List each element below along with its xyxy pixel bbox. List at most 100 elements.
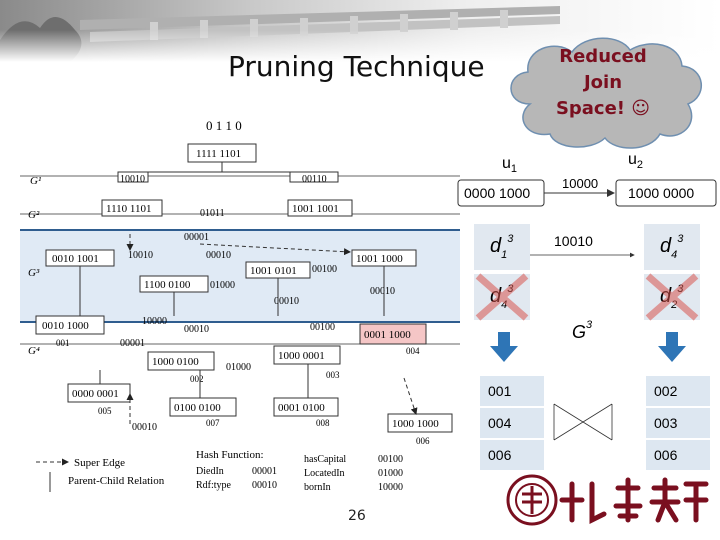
level4-node-4-code: 0001 1000 xyxy=(364,329,411,341)
leaf-id-006: 006 xyxy=(416,436,430,446)
level3-node-1-code: 0010 1001 xyxy=(52,253,99,265)
edge-code-14: 01000 xyxy=(226,362,251,373)
leaf-id-001: 001 xyxy=(56,338,70,348)
hash-k2-0: hasCapital xyxy=(304,454,346,465)
hash-k1-1: Rdf:type xyxy=(196,480,232,491)
level-label-g2: G² xyxy=(28,209,40,221)
callout-line-3: Space! ☺ xyxy=(555,98,651,119)
level-label-g3: G³ xyxy=(28,267,40,279)
pruned-right-x xyxy=(645,273,699,321)
left-id-cell-2 xyxy=(480,408,544,438)
signature-tree-diagram: G¹ G² G³ G⁴ 0 1 1 0 1111 1101 10010 001 1… xyxy=(20,118,460,493)
leaf-id-007: 007 xyxy=(206,418,220,428)
u2-node xyxy=(615,179,717,207)
leaf-id-003: 003 xyxy=(326,370,340,380)
leaf-id-002: 002 xyxy=(190,374,204,384)
left-id-cell-3 xyxy=(480,440,544,470)
leaf-id-004: 004 xyxy=(406,346,420,356)
u2-label: u2 xyxy=(628,151,643,171)
u2-code: 1000 0000 xyxy=(628,185,694,201)
edge-code-4: 00001 xyxy=(184,232,209,243)
page-number: 26 xyxy=(348,508,366,524)
join-cross-lines xyxy=(553,403,613,441)
right-candidate-1 xyxy=(644,224,700,270)
level3-node-2-code: 1001 0101 xyxy=(250,265,297,277)
leaf-node-1-code: 0000 0001 xyxy=(72,388,119,400)
hash-v1-1: 00010 xyxy=(252,480,277,491)
university-logo xyxy=(506,474,709,526)
edge-code-8: 00010 xyxy=(370,286,395,297)
level3-node-4-edge: 01000 xyxy=(210,280,235,291)
edge-code-10: 10000 xyxy=(142,316,167,327)
hash-v2-2: 10000 xyxy=(378,482,403,493)
callout-line-2: Join xyxy=(583,72,623,93)
legend-parent-child: Parent-Child Relation xyxy=(68,475,165,487)
right-id-cell-1 xyxy=(646,376,710,406)
edge-code-12: 00100 xyxy=(310,322,335,333)
hash-k2-2: bornIn xyxy=(304,482,331,493)
leaf-node-3-code: 0001 0100 xyxy=(278,402,325,414)
root-node-code: 1111 1101 xyxy=(196,148,241,160)
left-id-cell-1 xyxy=(480,376,544,406)
edge-code-3: 01011 xyxy=(200,208,225,219)
right-id-2: 003 xyxy=(654,415,678,431)
edge-code-15: 00010 xyxy=(132,422,157,433)
edge-code-13: 00001 xyxy=(120,338,145,349)
edge-code-1: 10010 xyxy=(120,174,145,185)
query-edge-code: 10000 xyxy=(562,176,598,191)
hash-v1-0: 00001 xyxy=(252,466,277,477)
level2-node-right-code: 1001 1001 xyxy=(292,203,339,215)
hash-v2-1: 01000 xyxy=(378,468,403,479)
edge-code-11: 00010 xyxy=(184,324,209,335)
left-candidate-1-label: d13 xyxy=(490,233,514,261)
level2-node-left xyxy=(101,199,163,217)
leaf-node-2-code: 0100 0100 xyxy=(174,402,221,414)
callout-cloud xyxy=(510,37,703,149)
edge-code-9: 00010 xyxy=(274,296,299,307)
edge-code-7: 00100 xyxy=(312,264,337,275)
candidate-edge-code: 10010 xyxy=(554,233,593,249)
campus-banner-image xyxy=(0,0,720,62)
callout-text: Reduced Join Space! ☺ xyxy=(522,44,684,122)
leaf-node-2 xyxy=(169,397,237,417)
edge-code-6: 10010 xyxy=(128,250,153,261)
root-top-label: 0 1 1 0 xyxy=(206,118,242,133)
right-id-cell-3 xyxy=(646,440,710,470)
level3-node-4-code: 1100 0100 xyxy=(144,279,191,291)
leaf-id-005: 005 xyxy=(98,406,112,416)
level4-node-3-code: 1000 0001 xyxy=(278,350,325,362)
hash-k2-1: LocatedIn xyxy=(304,468,345,479)
legend-super-edge: Super Edge xyxy=(74,457,125,469)
level4-node-pruned xyxy=(359,323,427,345)
pruned-left-x xyxy=(475,273,529,321)
u1-code: 0000 1000 xyxy=(464,185,530,201)
leaf-id-008: 008 xyxy=(316,418,330,428)
level2-node-right xyxy=(287,199,353,217)
slide-title: Pruning Technique xyxy=(228,50,485,83)
g3-label: G3 xyxy=(572,319,593,342)
left-candidate-1 xyxy=(474,224,530,270)
level2-node-left-code: 1110 1101 xyxy=(106,203,152,215)
highlight-level-g3 xyxy=(20,229,460,323)
root-edge-right xyxy=(289,171,339,183)
hash-title: Hash Function: xyxy=(196,449,264,461)
join-diagram: u1 u2 0000 1000 1000 0000 10000 d13 d43 … xyxy=(457,151,717,470)
level-label-g1: G¹ xyxy=(30,175,41,187)
level4-node-2-code: 1000 0100 xyxy=(152,356,199,368)
left-down-arrow xyxy=(490,332,518,362)
right-id-1: 002 xyxy=(654,383,678,399)
right-down-arrow xyxy=(658,332,686,362)
level4-node-1-code: 0010 1000 xyxy=(42,320,89,332)
right-candidate-1-label: d43 xyxy=(660,233,684,261)
leaf-node-4-code: 1000 1000 xyxy=(392,418,439,430)
leaf-node-4 xyxy=(387,413,453,433)
level3-node-3-code: 1001 1000 xyxy=(356,253,403,265)
level4-node-3 xyxy=(273,345,341,365)
callout-line-1: Reduced xyxy=(559,46,647,67)
leaf-node-3 xyxy=(273,397,339,417)
level-label-g4: G⁴ xyxy=(28,345,40,357)
level4-node-2 xyxy=(147,351,215,371)
left-id-3: 006 xyxy=(488,447,512,463)
right-id-3: 006 xyxy=(654,447,678,463)
level4-node-1 xyxy=(35,315,105,335)
